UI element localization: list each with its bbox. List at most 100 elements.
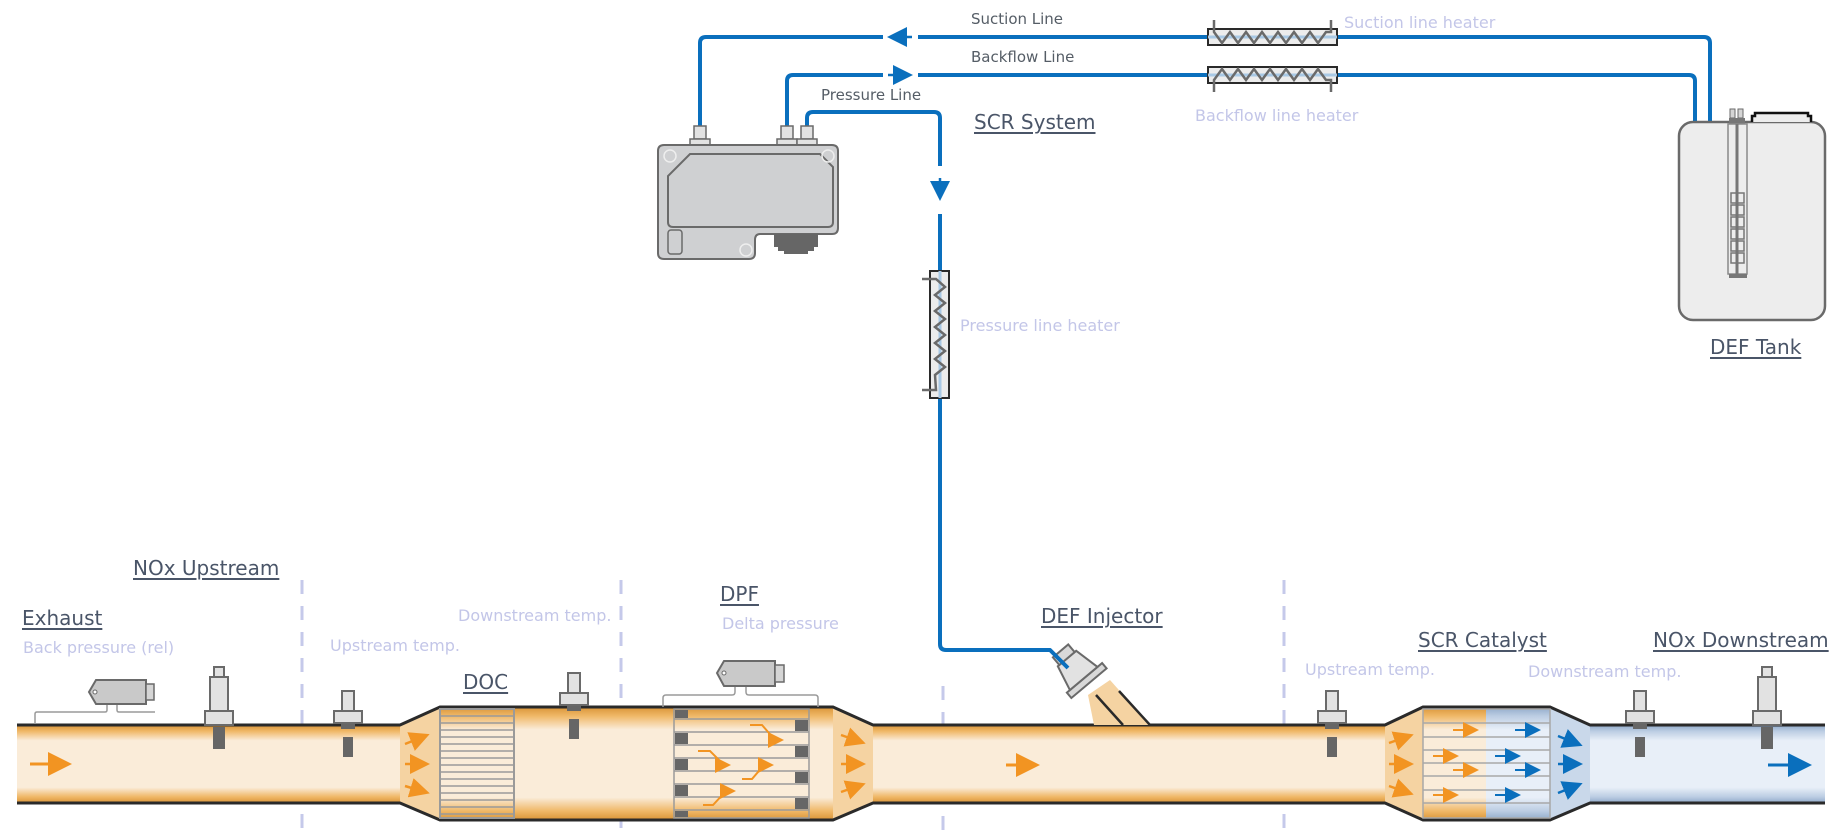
suction-line-heater-icon[interactable]: [1207, 20, 1338, 46]
taper-arrow: [1557, 729, 1583, 748]
sensor-body: [1757, 676, 1777, 712]
dpf-flow-arrow: [742, 757, 774, 780]
def-injector-icon[interactable]: [1044, 635, 1151, 726]
dpf-plug: [675, 733, 688, 744]
back-pressure-label: Back pressure (rel): [23, 638, 175, 657]
scr-catalyst-element: [1422, 708, 1551, 819]
sensor-base: [559, 692, 589, 706]
doc-downstream-temp-label: Downstream temp.: [458, 606, 612, 625]
pressure-line-heater-icon[interactable]: [922, 270, 950, 399]
suction-line: [918, 35, 1712, 122]
sensor-base: [333, 710, 363, 724]
def-tank-label[interactable]: DEF Tank: [1710, 335, 1802, 359]
nox-upstream-label[interactable]: NOx Upstream: [133, 556, 280, 580]
pipe-narrow-1: [17, 725, 400, 803]
backflow-line-label: Backflow Line: [971, 48, 1075, 66]
dpf-plug: [675, 811, 688, 817]
nox-upstream-sensor-icon[interactable]: [204, 666, 234, 749]
dpf-plug: [795, 720, 808, 731]
dpf-plug: [795, 772, 808, 783]
sensor-base: [204, 710, 234, 726]
taper-arrow: [840, 727, 866, 747]
backflow-line: [785, 73, 883, 130]
taper-arrow: [404, 778, 430, 798]
sensor-thread: [1633, 723, 1647, 729]
doc-upstream-temp-sensor-icon[interactable]: [333, 690, 363, 757]
doc-upstream-temp-label: Upstream temp.: [330, 636, 460, 655]
suction-line: [698, 35, 883, 130]
sensor-probe: [1635, 737, 1645, 757]
pipe-outline-bottom: [17, 801, 1825, 822]
pressure-line: [805, 110, 942, 166]
dpf-flow-arrow: [703, 783, 736, 806]
taper-arrow: [1388, 731, 1414, 751]
exhaust-pipe: [17, 705, 1825, 822]
def-injector-label[interactable]: DEF Injector: [1041, 604, 1163, 628]
dpf-plug: [675, 759, 688, 770]
sensor-base: [1752, 710, 1782, 726]
def-lines: [698, 27, 1712, 670]
back-pressure-sensor-icon[interactable]: [34, 679, 155, 724]
sensor-head: [341, 690, 355, 712]
dpf-element: [673, 708, 810, 819]
pipe-wide-1: [440, 707, 833, 820]
sensor-head: [1325, 690, 1339, 712]
scr-upstream-temp-label: Upstream temp.: [1305, 660, 1435, 679]
backflow-line: [918, 73, 1697, 122]
pressure-line-label: Pressure Line: [821, 86, 922, 104]
taper-flow-arrows: [404, 727, 1583, 800]
dpf-flow-arrow: [698, 750, 731, 773]
taper-arrow: [1557, 781, 1583, 800]
sensor-cap: [213, 666, 225, 678]
dpf-plug: [675, 785, 688, 796]
sensor-thread: [341, 723, 355, 729]
dpf-label[interactable]: DPF: [720, 582, 759, 606]
dpf-plug: [675, 710, 688, 718]
nox-downstream-sensor-icon[interactable]: [1752, 666, 1782, 749]
suction-line-label: Suction Line: [971, 10, 1064, 28]
doc-element: [439, 708, 515, 819]
scr-upstream-temp-sensor-icon[interactable]: [1317, 690, 1347, 757]
nox-downstream-label[interactable]: NOx Downstream: [1653, 628, 1829, 652]
sensor-head: [567, 672, 581, 694]
pipe-narrow-2: [873, 725, 1385, 803]
dpf-flow-arrows: [698, 724, 784, 806]
backflow-line-heater-label: Backflow line heater: [1195, 106, 1359, 125]
sensor-probe: [1327, 737, 1337, 757]
sensor-head: [1633, 690, 1647, 712]
backflow-line-heater-icon[interactable]: [1207, 66, 1338, 92]
sensor-thread: [567, 705, 581, 711]
sensor-probe: [343, 737, 353, 757]
sensor-probe: [213, 727, 225, 749]
def-tank-icon[interactable]: [1677, 108, 1827, 322]
scr-downstream-temp-label: Downstream temp.: [1528, 662, 1682, 681]
taper-arrow: [404, 732, 430, 751]
doc-label[interactable]: DOC: [463, 670, 509, 694]
taper-arrow: [1388, 778, 1414, 798]
suction-line-heater-label: Suction line heater: [1344, 13, 1496, 32]
exhaust-flow-arrows: [30, 752, 1812, 777]
scr-downstream-temp-sensor-icon[interactable]: [1625, 690, 1655, 757]
taper-arrow: [840, 780, 866, 800]
dpf-plug: [795, 798, 808, 809]
sensor-body: [209, 676, 229, 712]
scr-flow-arrows: [1433, 722, 1541, 803]
sensor-probe: [569, 719, 579, 739]
dpf-plug: [795, 746, 808, 757]
scr-catalyst-label[interactable]: SCR Catalyst: [1418, 628, 1547, 652]
scr-system-label[interactable]: SCR System: [974, 110, 1096, 134]
doc-downstream-temp-sensor-icon[interactable]: [559, 672, 589, 739]
delta-pressure-sensor-icon[interactable]: [662, 660, 819, 707]
exhaust-label[interactable]: Exhaust: [22, 606, 103, 630]
sensor-base: [1317, 710, 1347, 724]
sensor-probe: [1761, 727, 1773, 749]
dpf-flow-arrow: [750, 724, 784, 748]
sensor-base: [1625, 710, 1655, 724]
pressure-line: [938, 214, 1070, 670]
sensor-cap: [1761, 666, 1773, 678]
scr-pump-module-icon[interactable]: [657, 125, 839, 260]
pressure-line-heater-label: Pressure line heater: [960, 316, 1120, 335]
doc-body: [439, 708, 515, 819]
sensor-thread: [1325, 723, 1339, 729]
